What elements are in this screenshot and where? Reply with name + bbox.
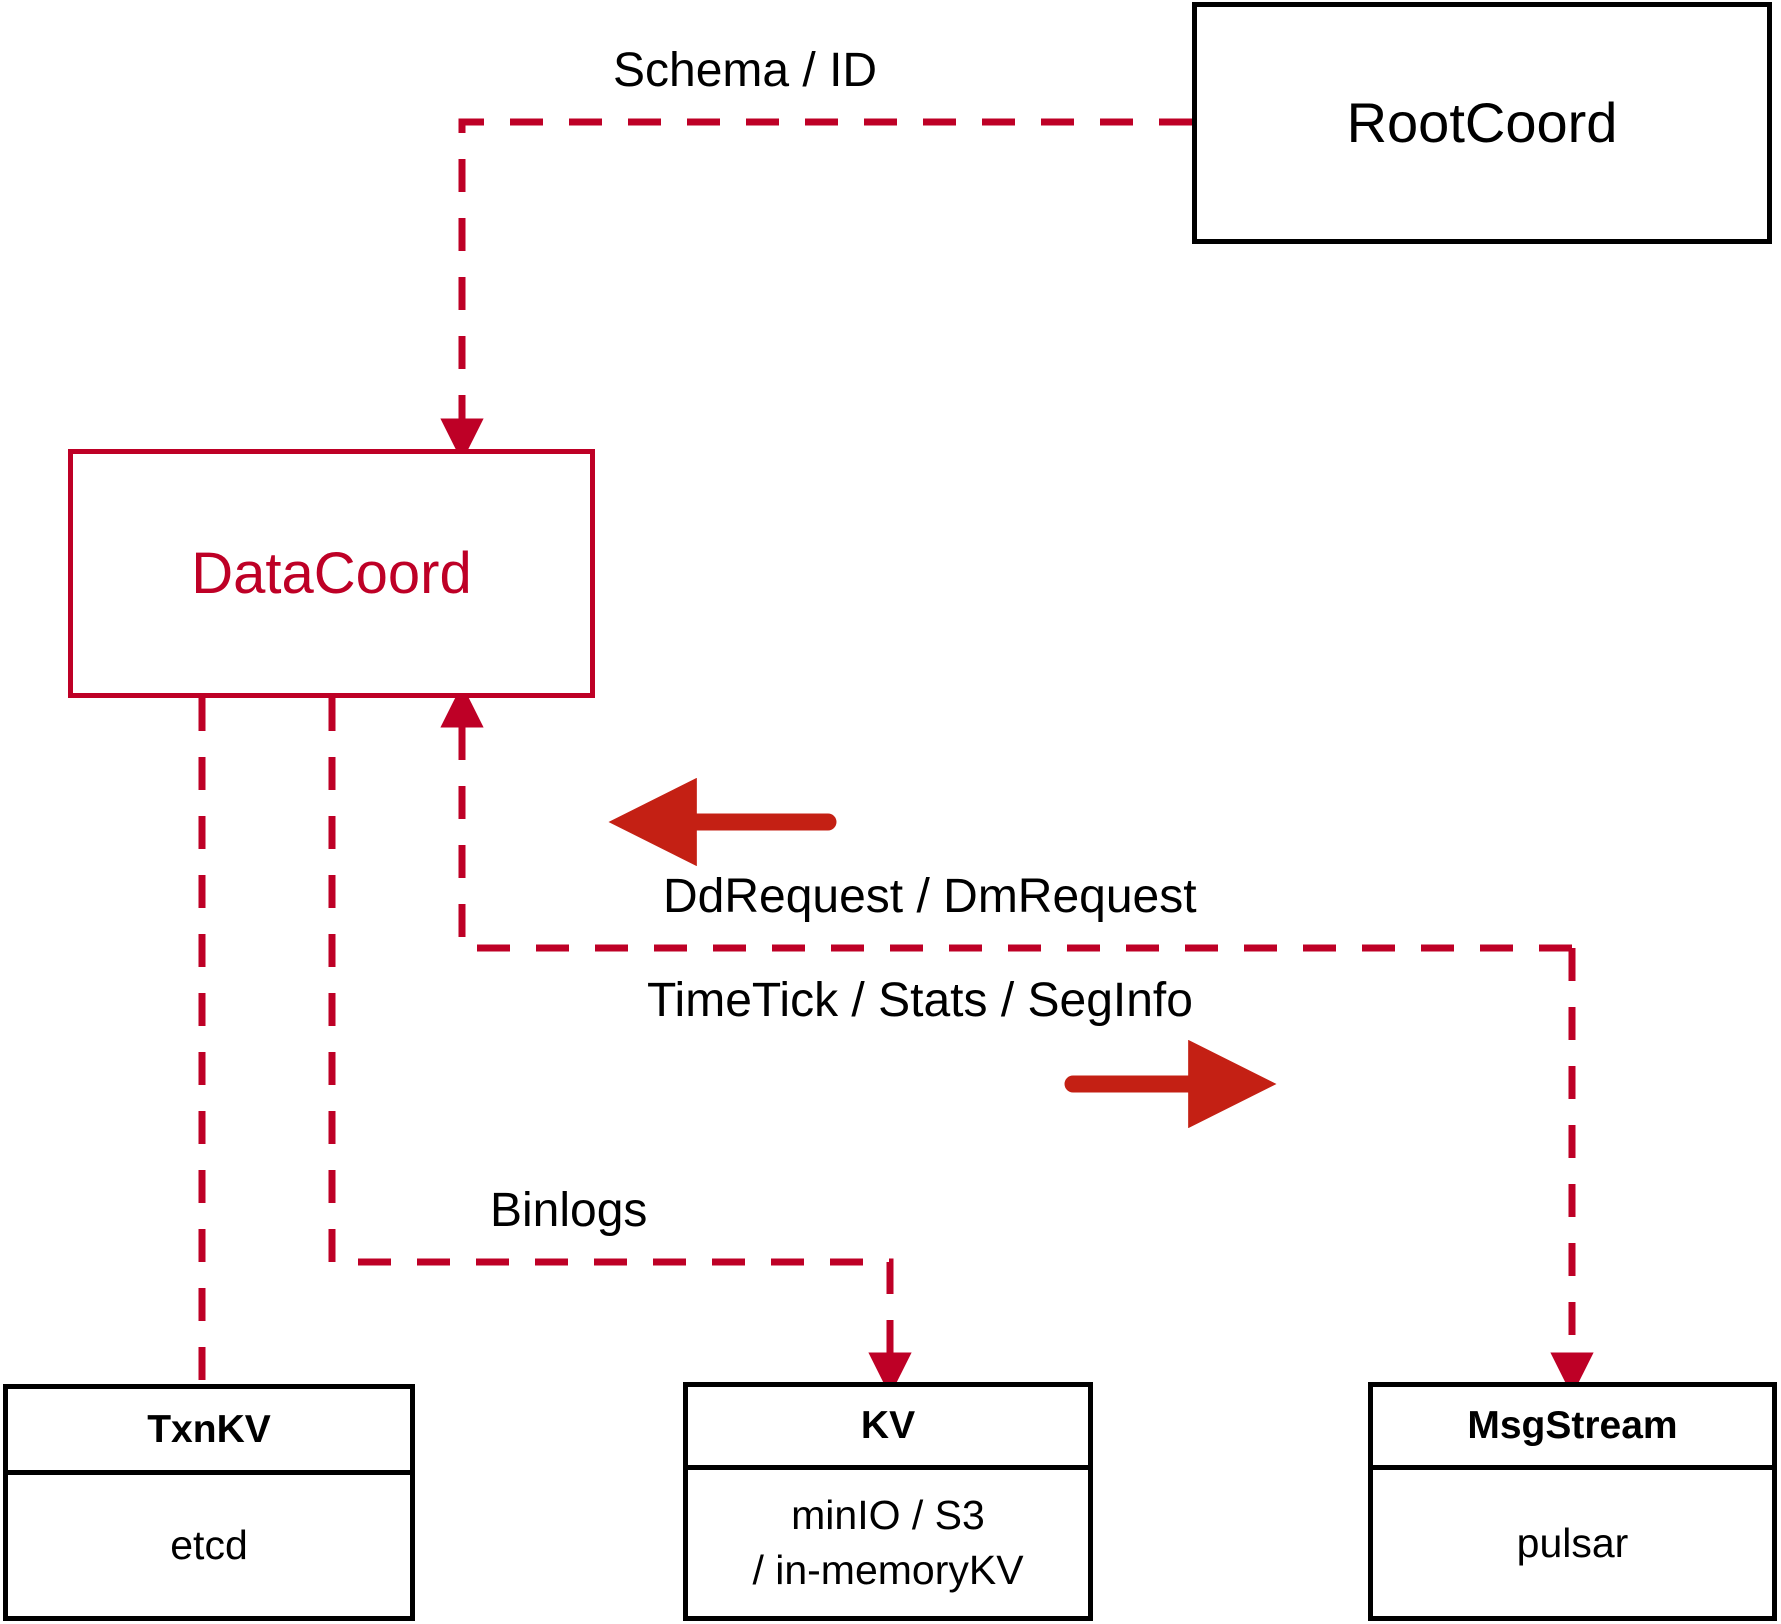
edge-label-schema-id: Schema / ID (613, 44, 878, 97)
node-kv-sublabel: minIO / S3 / in-memoryKV (688, 1470, 1088, 1616)
edge-rootcoord-to-datacoord (440, 118, 1192, 462)
node-datacoord[interactable]: DataCoord (68, 449, 595, 698)
node-kv-sublabel-line1: minIO / S3 (791, 1492, 985, 1539)
node-msgstream-title: MsgStream (1467, 1404, 1678, 1447)
node-msgstream-sublabel: pulsar (1516, 1519, 1629, 1566)
edge-label-timetick-stats-seginfo: TimeTick / Stats / SegInfo (647, 974, 1193, 1027)
node-txnkv-title: TxnKV (147, 1407, 271, 1451)
node-rootcoord-label: RootCoord (1346, 91, 1618, 155)
node-txnkv-divider (8, 1470, 410, 1475)
edge-label-dd-dm-request: DdRequest / DmRequest (663, 870, 1197, 923)
node-kv-title: KV (860, 1404, 916, 1447)
node-kv[interactable]: KV minIO / S3 / in-memoryKV (683, 1382, 1093, 1621)
edge-datacoord-to-kv (328, 698, 912, 1396)
node-txnkv[interactable]: TxnKV etcd (3, 1384, 415, 1621)
node-msgstream-divider (1373, 1465, 1772, 1470)
node-txnkv-sublabel: etcd (170, 1522, 248, 1569)
node-kv-divider (688, 1465, 1088, 1470)
node-datacoord-label: DataCoord (191, 540, 472, 606)
edge-label-binlogs: Binlogs (490, 1184, 648, 1237)
node-msgstream[interactable]: MsgStream pulsar (1368, 1382, 1777, 1621)
node-kv-sublabel-line2: / in-memoryKV (752, 1547, 1024, 1593)
node-rootcoord[interactable]: RootCoord (1192, 2, 1772, 244)
